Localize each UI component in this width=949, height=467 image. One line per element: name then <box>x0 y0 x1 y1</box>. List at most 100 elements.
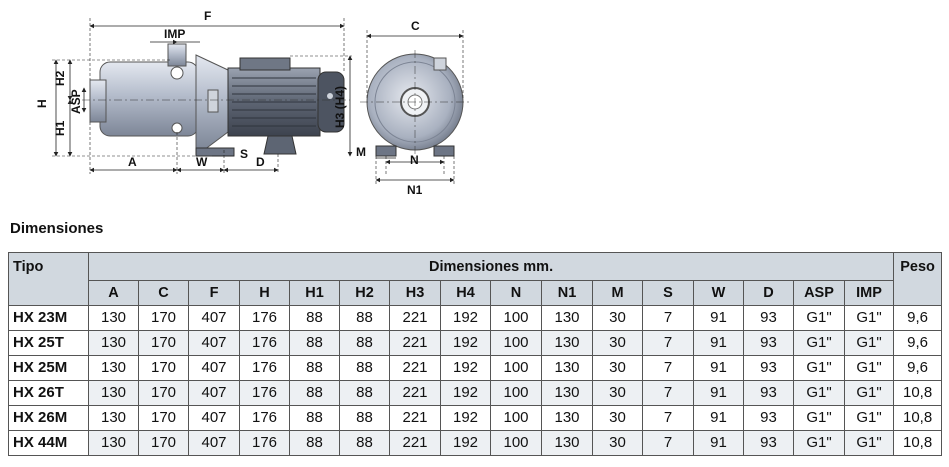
value-cell-h2: 88 <box>339 355 390 381</box>
label-H2: H2 <box>53 70 67 86</box>
value-cell-h1: 88 <box>289 405 340 431</box>
value-cell-h: 176 <box>239 355 290 381</box>
value-cell-h2: 88 <box>339 430 390 456</box>
value-cell-m: 30 <box>592 430 643 456</box>
column-header-n1: N1 <box>541 280 593 306</box>
value-cell-d: 93 <box>743 430 794 456</box>
value-cell-n: 100 <box>490 330 542 356</box>
value-cell-n1: 130 <box>541 355 593 381</box>
value-cell-h3: 221 <box>389 305 441 331</box>
value-cell-h3: 221 <box>389 405 441 431</box>
column-header-m: M <box>592 280 643 306</box>
column-header-h1: H1 <box>289 280 340 306</box>
value-cell-h: 176 <box>239 380 290 406</box>
value-cell-c: 170 <box>138 430 189 456</box>
value-cell-n1: 130 <box>541 380 593 406</box>
value-cell-c: 170 <box>138 355 189 381</box>
value-cell-a: 130 <box>88 355 139 381</box>
model-name-cell: HX 26M <box>8 405 89 431</box>
column-header-h4: H4 <box>440 280 491 306</box>
model-name-cell: HX 25M <box>8 355 89 381</box>
value-cell-h1: 88 <box>289 355 340 381</box>
value-cell-imp: G1" <box>843 380 895 406</box>
dimensions-group-header: Dimensiones mm. <box>87 252 895 281</box>
value-cell-asp: G1" <box>793 330 845 356</box>
value-cell-d: 93 <box>743 305 794 331</box>
value-cell-h1: 88 <box>289 305 340 331</box>
label-D: D <box>256 155 265 169</box>
value-cell-a: 130 <box>88 380 139 406</box>
value-cell-imp: G1" <box>843 330 895 356</box>
value-cell-n: 100 <box>490 355 542 381</box>
value-cell-n1: 130 <box>541 330 593 356</box>
value-cell-h1: 88 <box>289 430 340 456</box>
value-cell-n: 100 <box>490 305 542 331</box>
column-header-w: W <box>693 280 744 306</box>
value-cell-h: 176 <box>239 430 290 456</box>
value-cell-imp: G1" <box>843 355 895 381</box>
value-cell-w: 91 <box>693 305 744 331</box>
value-cell-d: 93 <box>743 330 794 356</box>
tipo-header: Tipo <box>8 252 89 306</box>
model-name-cell: HX 26T <box>8 380 89 406</box>
value-cell-h2: 88 <box>339 405 390 431</box>
column-header-s: S <box>642 280 694 306</box>
value-cell-h2: 88 <box>339 330 390 356</box>
value-cell-h2: 88 <box>339 305 390 331</box>
label-S: S <box>240 147 248 161</box>
model-name-cell: HX 23M <box>8 305 89 331</box>
model-name-cell: HX 25T <box>8 330 89 356</box>
peso-header: Peso <box>893 252 943 306</box>
value-cell-w: 91 <box>693 380 744 406</box>
value-cell-a: 130 <box>88 330 139 356</box>
column-header-a: A <box>88 280 139 306</box>
model-name-cell: HX 44M <box>8 430 89 456</box>
value-cell-s: 7 <box>642 330 694 356</box>
weight-cell: 10,8 <box>893 430 943 456</box>
value-cell-s: 7 <box>642 380 694 406</box>
value-cell-c: 170 <box>138 330 189 356</box>
label-H: H <box>35 99 49 108</box>
value-cell-n: 100 <box>490 380 542 406</box>
value-cell-h: 176 <box>239 405 290 431</box>
value-cell-h: 176 <box>239 330 290 356</box>
label-C: C <box>411 19 420 33</box>
value-cell-f: 407 <box>188 305 240 331</box>
value-cell-f: 407 <box>188 380 240 406</box>
value-cell-s: 7 <box>642 305 694 331</box>
value-cell-w: 91 <box>693 405 744 431</box>
weight-cell: 10,8 <box>893 405 943 431</box>
value-cell-c: 170 <box>138 405 189 431</box>
value-cell-s: 7 <box>642 355 694 381</box>
value-cell-s: 7 <box>642 430 694 456</box>
value-cell-n: 100 <box>490 405 542 431</box>
section-title: Dimensiones <box>10 220 104 237</box>
weight-cell: 9,6 <box>893 305 943 331</box>
label-IMP: IMP <box>164 27 185 41</box>
column-header-c: C <box>138 280 189 306</box>
label-ASP: ASP <box>69 89 83 114</box>
value-cell-h: 176 <box>239 305 290 331</box>
label-W: W <box>196 155 208 169</box>
value-cell-n1: 130 <box>541 430 593 456</box>
value-cell-n: 100 <box>490 430 542 456</box>
value-cell-w: 91 <box>693 355 744 381</box>
value-cell-m: 30 <box>592 380 643 406</box>
value-cell-a: 130 <box>88 305 139 331</box>
column-header-f: F <box>188 280 240 306</box>
value-cell-h4: 192 <box>440 405 491 431</box>
value-cell-asp: G1" <box>793 355 845 381</box>
label-M: M <box>356 145 366 159</box>
value-cell-c: 170 <box>138 380 189 406</box>
value-cell-c: 170 <box>138 305 189 331</box>
weight-cell: 10,8 <box>893 380 943 406</box>
value-cell-d: 93 <box>743 355 794 381</box>
label-N: N <box>410 153 419 167</box>
label-H1: H1 <box>53 120 67 136</box>
value-cell-a: 130 <box>88 430 139 456</box>
